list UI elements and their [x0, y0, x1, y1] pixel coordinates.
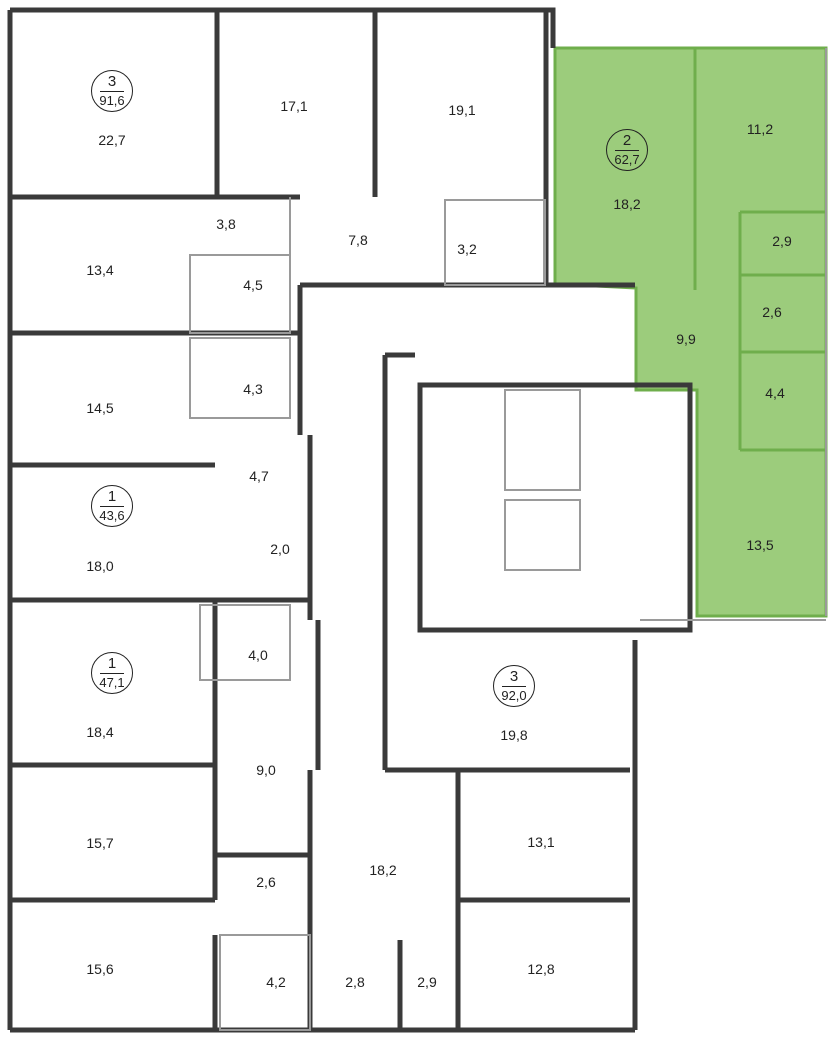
room-area: 15,7 — [86, 835, 114, 851]
apartment-area: 43,6 — [99, 508, 125, 523]
room-area: 4,4 — [765, 385, 785, 401]
room-area: 17,1 — [280, 98, 308, 114]
apartment-rooms: 1 — [100, 488, 124, 507]
room-area: 13,1 — [527, 834, 555, 850]
room-area: 18,0 — [86, 558, 114, 574]
room-area: 18,2 — [369, 862, 397, 878]
apartment-area: 92,0 — [501, 688, 527, 703]
room-area: 19,1 — [448, 102, 476, 118]
room-area: 2,8 — [345, 974, 365, 990]
room-area: 2,9 — [772, 233, 792, 249]
apartment-area: 47,1 — [99, 675, 125, 690]
apartment-rooms: 3 — [100, 73, 124, 92]
room-area: 4,5 — [243, 277, 263, 293]
thin-walls — [189, 48, 827, 1031]
room-area: 13,4 — [86, 262, 114, 278]
room-area: 2,9 — [417, 974, 437, 990]
apartment-area: 62,7 — [614, 152, 640, 167]
room-area: 22,7 — [98, 132, 126, 148]
room-area: 9,9 — [676, 331, 696, 347]
room-area: 18,4 — [86, 724, 114, 740]
apartment-area: 91,6 — [99, 93, 125, 108]
room-area: 18,2 — [613, 196, 641, 212]
room-area: 13,5 — [746, 537, 774, 553]
room-area: 3,2 — [457, 241, 477, 257]
room-area: 7,8 — [348, 232, 368, 248]
room-area: 9,0 — [256, 762, 276, 778]
apartment-rooms: 2 — [615, 132, 639, 151]
room-area: 2,0 — [270, 541, 290, 557]
room-area: 4,0 — [248, 647, 268, 663]
room-area: 4,3 — [243, 381, 263, 397]
room-area: 4,7 — [249, 468, 269, 484]
room-area: 2,6 — [256, 874, 276, 890]
room-area: 11,2 — [746, 121, 774, 137]
room-area: 14,5 — [86, 400, 114, 416]
room-area: 15,6 — [86, 961, 114, 977]
room-area: 12,8 — [527, 961, 555, 977]
room-area: 4,2 — [266, 974, 286, 990]
room-area: 2,6 — [762, 304, 782, 320]
apartment-rooms: 1 — [100, 655, 124, 674]
room-area: 19,8 — [500, 727, 528, 743]
apartment-rooms: 3 — [502, 668, 526, 687]
room-area: 3,8 — [216, 216, 236, 232]
